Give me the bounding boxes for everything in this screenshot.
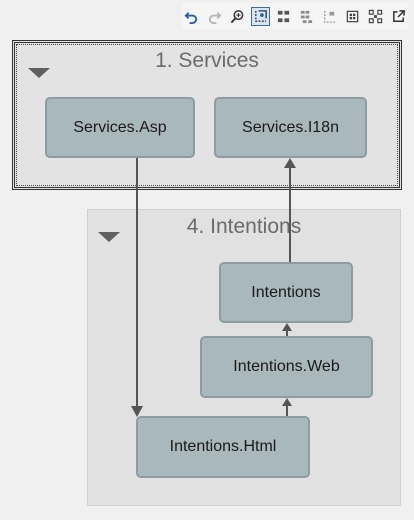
node-services-asp[interactable]: Services.Asp <box>45 97 195 158</box>
layout-branch-icon <box>324 10 336 23</box>
node-intentions-html[interactable]: Intentions.Html <box>136 416 310 478</box>
export-icon <box>393 9 405 22</box>
layout-branch-button[interactable] <box>320 7 339 26</box>
layout-compact-icon <box>346 10 359 22</box>
node-intentions-web[interactable]: Intentions.Web <box>200 336 373 398</box>
export-button[interactable] <box>389 7 408 26</box>
zoom-button[interactable] <box>228 7 247 26</box>
group-title: 4. Intentions <box>186 215 302 238</box>
collapse-triangle-icon[interactable] <box>28 68 50 78</box>
group-title: 1. Services <box>155 49 259 72</box>
layout-tree-icon <box>300 10 313 23</box>
layout-select-button[interactable] <box>251 6 270 26</box>
undo-icon <box>184 11 198 24</box>
layout-select-icon <box>255 9 267 22</box>
collapse-triangle-icon[interactable] <box>98 232 120 242</box>
undo-button[interactable] <box>182 7 201 26</box>
layout-spread-button[interactable] <box>366 7 385 26</box>
layout-spread-icon <box>368 9 383 23</box>
node-intentions[interactable]: Intentions <box>219 262 353 323</box>
zoom-icon <box>230 9 244 23</box>
redo-button[interactable] <box>205 7 224 26</box>
node-services-i18n[interactable]: Services.I18n <box>214 97 367 158</box>
layout-compact-button[interactable] <box>343 7 362 26</box>
redo-icon <box>208 11 222 24</box>
layout-grid-icon <box>277 10 290 22</box>
diagram-toolbar <box>182 3 408 29</box>
layout-grid-button[interactable] <box>274 7 293 26</box>
layout-tree-button[interactable] <box>297 7 316 26</box>
